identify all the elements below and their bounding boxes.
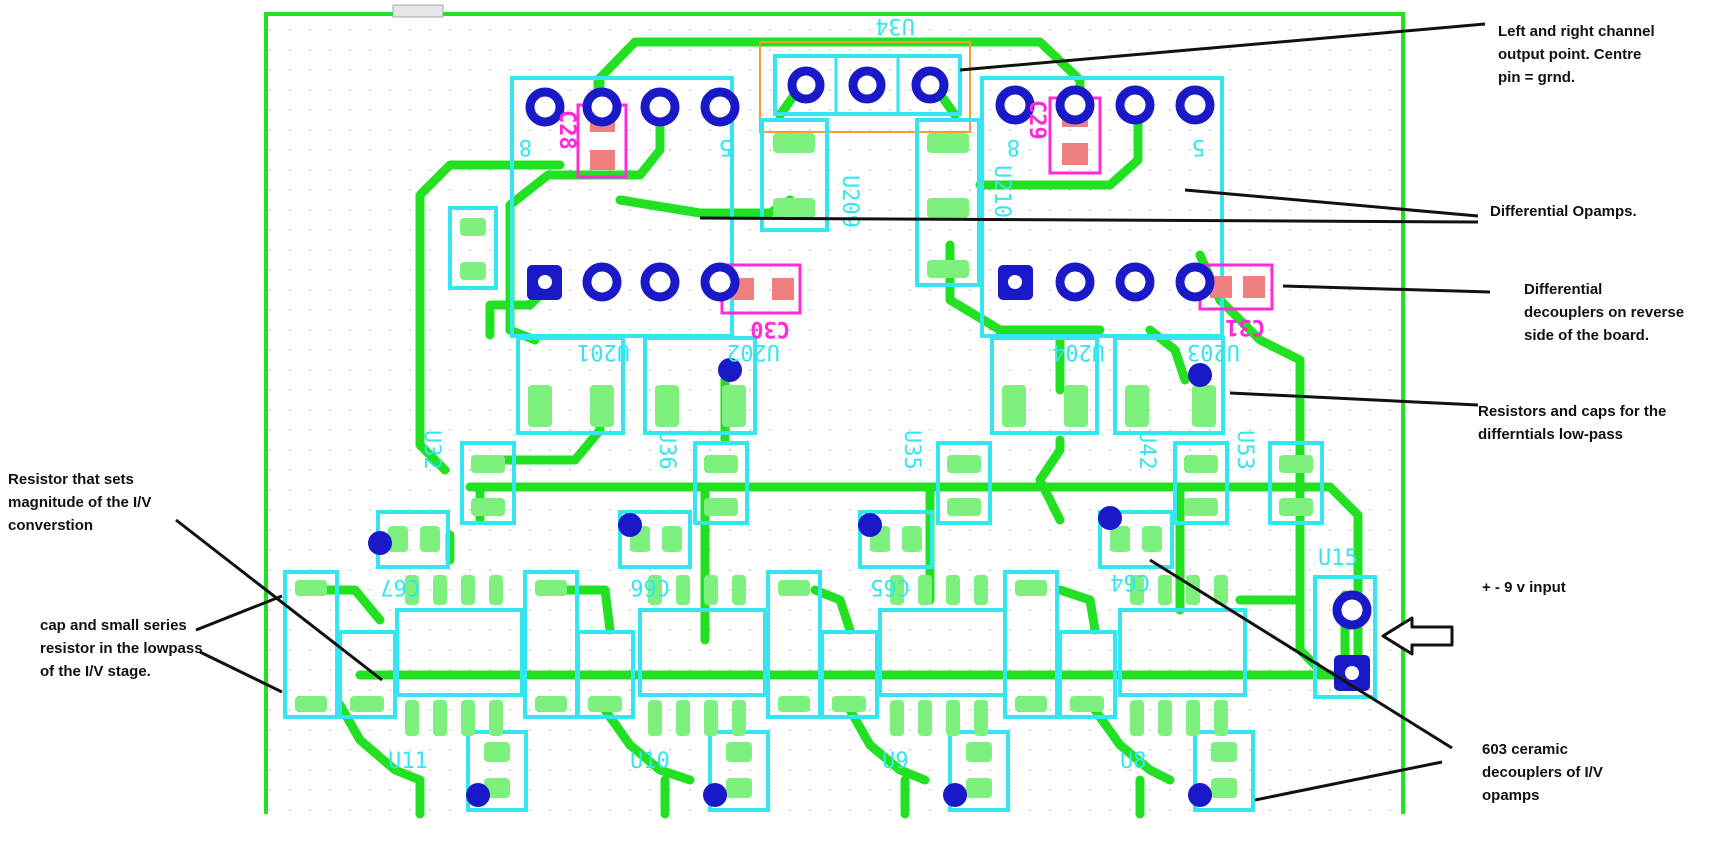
annotation-ceramic: 603 ceramic decouplers of I/V opamps: [1482, 741, 1603, 804]
annotation-opamps: Differential Opamps.: [1490, 203, 1637, 220]
label-u53: U53: [1232, 430, 1257, 470]
label-u9: U9: [882, 749, 909, 774]
line-iv-resistor: [175, 518, 383, 682]
line-opamps-a: [1184, 188, 1479, 218]
label-c30: C30: [750, 316, 790, 341]
line-lowpass: [1229, 391, 1479, 407]
label-u32: U32: [419, 430, 444, 470]
u34-outline: [773, 54, 962, 116]
label-u8: U8: [1120, 749, 1147, 774]
line-iv-cap-a: [195, 594, 283, 632]
u34-connector-body: [759, 41, 971, 133]
board-notch: [392, 4, 444, 18]
annotation-iv-cap: cap and small series resistor in the low…: [40, 617, 203, 680]
label-u204: U204: [1052, 339, 1105, 364]
annotation-lines: [175, 22, 1491, 802]
u210-outline: [915, 118, 981, 287]
annotation-power: + - 9 v input: [1482, 579, 1566, 596]
line-opamps-b: [699, 216, 1479, 224]
through-hole-pads: [368, 66, 1372, 807]
u209-outline: [760, 118, 829, 232]
label-c66: C66: [630, 574, 670, 599]
label-u201: U201: [577, 339, 630, 364]
label-u42: U42: [1134, 430, 1159, 470]
label-u15: U15: [1318, 546, 1358, 571]
label-c31: C31: [1225, 314, 1265, 339]
label-u202: U202: [727, 339, 780, 364]
pin-8-right: 8: [1007, 134, 1020, 159]
component-outlines: [283, 76, 1377, 812]
label-u10: U10: [630, 749, 670, 774]
label-u34: U34: [875, 13, 915, 38]
label-u11: U11: [388, 749, 428, 774]
pin-5-right: 5: [1192, 134, 1205, 159]
smd-pads: [295, 133, 1313, 798]
line-decouplers: [1282, 284, 1491, 294]
label-u203: U203: [1187, 339, 1240, 364]
line-ceramic-b: [1254, 760, 1443, 802]
annotation-lowpass: Resistors and caps for the differntials …: [1478, 403, 1667, 443]
label-c64: C64: [1110, 569, 1150, 594]
label-u35: U35: [899, 430, 924, 470]
label-c28: C28: [554, 110, 579, 150]
label-u210: U210: [989, 165, 1014, 218]
annotation-decouplers: Differential decouplers on reverse side …: [1524, 281, 1685, 344]
line-output: [959, 22, 1486, 72]
line-iv-cap-b: [199, 650, 283, 694]
label-u36: U36: [654, 430, 679, 470]
label-c29: C29: [1024, 100, 1049, 140]
board-outline: [264, 12, 1405, 814]
label-c67: C67: [380, 574, 420, 599]
u15-outline: [1313, 575, 1377, 699]
annotation-iv-resistor: Resistor that sets magnitude of the I/V …: [8, 471, 152, 534]
power-input-arrow: [1381, 616, 1454, 656]
pin-8-left: 8: [519, 134, 532, 159]
opamp-right-outline: [980, 76, 1224, 338]
pin-5-left: 5: [719, 134, 732, 159]
line-ceramic-a: [1149, 558, 1453, 750]
annotation-output: Left and right channel output point. Cen…: [1498, 23, 1655, 86]
label-c65: C65: [870, 574, 910, 599]
